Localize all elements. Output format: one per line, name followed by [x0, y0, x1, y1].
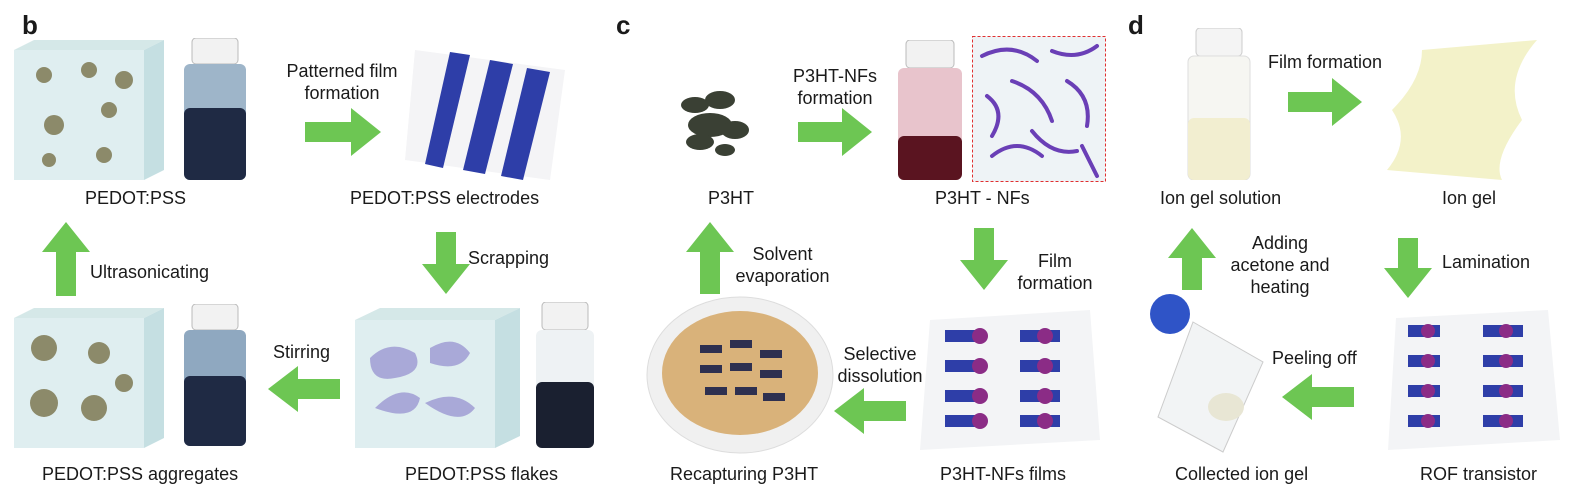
- arrow-left-peeling: [1282, 374, 1354, 420]
- pedot-pss-flakes-vial-image: [536, 302, 594, 448]
- pedot-pss-vial-image: [184, 38, 246, 180]
- step-ultrasonicating: Ultrasonicating: [90, 262, 210, 282]
- arrow-left-stirring: [268, 366, 340, 412]
- arrow-up-adding: [1168, 228, 1216, 290]
- arrow-down-film-formation: [960, 228, 1008, 290]
- arrow-up-ultrasonicating: [42, 222, 90, 296]
- arrow-right-film-formation-d: [1288, 78, 1362, 126]
- pedot-pss-aggregates-vial-image: [184, 304, 246, 446]
- step-lamination: Lamination: [1442, 252, 1531, 272]
- p3ht-nfs-vial-image: [898, 40, 962, 180]
- label-recapturing-p3ht: Recapturing P3HT: [670, 464, 819, 484]
- step-film-formation-c: Film formation: [1017, 251, 1093, 293]
- step-scrapping: Scrapping: [468, 248, 550, 268]
- step-peeling-off: Peeling off: [1272, 348, 1357, 368]
- ion-gel-solution-vial-image: [1187, 28, 1251, 180]
- label-pedot-pss-flakes: PEDOT:PSS flakes: [405, 464, 559, 484]
- nanofiber-inset-image: [972, 36, 1106, 182]
- pedot-pss-flakes-cube-image: [355, 308, 520, 448]
- arrow-up-solvent: [686, 222, 734, 294]
- label-rof-transistor: ROF transistor: [1420, 464, 1538, 484]
- arrow-down-lamination: [1384, 238, 1432, 298]
- ion-gel-film-image: [1387, 40, 1537, 180]
- step-film-formation-d: Film formation: [1268, 52, 1383, 72]
- step-solvent-evaporation: Solvent evaporation: [735, 244, 830, 286]
- p3ht-powder-image: [681, 91, 749, 156]
- panel-letter-b: b: [22, 10, 38, 40]
- panel-letter-c: c: [616, 10, 631, 40]
- panel-letter-d: d: [1128, 10, 1144, 40]
- label-p3ht: P3HT: [708, 188, 755, 208]
- pedot-pss-electrodes-image: [405, 50, 565, 180]
- label-ion-gel: Ion gel: [1442, 188, 1497, 208]
- label-collected-ion-gel: Collected ion gel: [1175, 464, 1309, 484]
- step-stirring: Stirring: [273, 342, 331, 362]
- arrow-right-nf-formation: [798, 108, 872, 156]
- step-adding-acetone-heating: Adding acetone and heating: [1230, 233, 1330, 297]
- panel-c: c P3HT P3HT-NFs formation P3HT - NFs Fil…: [600, 0, 1120, 504]
- recapturing-dish-image: [646, 296, 834, 454]
- arrow-right-patterned: [305, 108, 381, 156]
- label-p3ht-nfs-films: P3HT-NFs films: [940, 464, 1066, 484]
- pedot-pss-aggregates-cube-image: [14, 308, 164, 448]
- step-patterned-film-formation: Patterned film formation: [286, 61, 398, 103]
- step-nf-formation: P3HT-NFs formation: [792, 66, 877, 108]
- step-selective-dissolution: Selective dissolution: [837, 344, 923, 386]
- label-ion-gel-solution: Ion gel solution: [1160, 188, 1282, 208]
- panel-d: d Ion gel solution Film formation Ion ge…: [1120, 0, 1587, 504]
- panel-b: b PEDOT:PSS Patterned film formation PED…: [0, 0, 600, 504]
- label-pedot-pss-aggregates: PEDOT:PSS aggregates: [42, 464, 239, 484]
- arrow-left-selective: [834, 388, 906, 434]
- arrow-down-scrapping: [422, 232, 470, 294]
- pedot-pss-cube-image: [14, 40, 164, 180]
- label-pedot-pss: PEDOT:PSS: [85, 188, 187, 208]
- p3ht-nfs-films-image: [920, 310, 1100, 450]
- label-p3ht-nfs: P3HT - NFs: [935, 188, 1030, 208]
- collected-ion-gel-vial-image: [1150, 294, 1264, 453]
- label-pedot-pss-electrodes: PEDOT:PSS electrodes: [350, 188, 540, 208]
- rof-transistor-image: [1388, 310, 1560, 450]
